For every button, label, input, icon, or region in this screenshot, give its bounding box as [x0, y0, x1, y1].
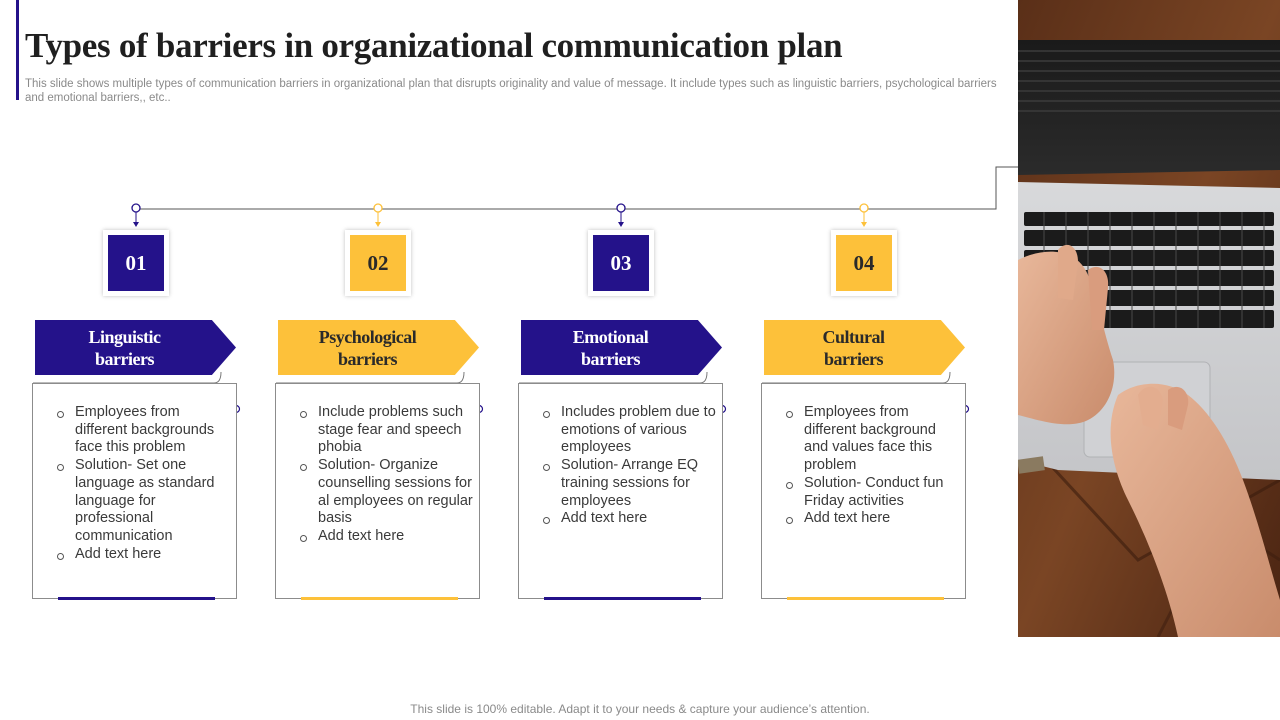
- banner-hook-02: [276, 371, 465, 384]
- banner-psychological: Psychological barriers: [278, 320, 479, 375]
- card-underline-04: [787, 597, 944, 600]
- number-tile-03: 03: [588, 230, 654, 296]
- bullet-list: Includes problem due to emotions of vari…: [541, 404, 716, 528]
- banner-title-line2: barriers: [338, 348, 397, 369]
- card-psychological: Include problems such stage fear and spe…: [275, 383, 480, 599]
- bullet-list: Include problems such stage fear and spe…: [298, 404, 473, 546]
- slide-title: Types of barriers in organizational comm…: [25, 26, 843, 65]
- card-underline-01: [58, 597, 215, 600]
- number-label-04: 04: [836, 235, 892, 291]
- list-item: Include problems such stage fear and spe…: [298, 404, 473, 457]
- list-item: Employees from different backgrounds fac…: [55, 404, 230, 457]
- card-linguistic: Employees from different backgrounds fac…: [32, 383, 237, 599]
- list-item: Employees from different background and …: [784, 404, 959, 475]
- banner-cultural: Cultural barriers: [764, 320, 965, 375]
- list-item: Solution- Arrange EQ training sessions f…: [541, 457, 716, 510]
- card-emotional: Includes problem due to emotions of vari…: [518, 383, 723, 599]
- banner-title-line1: Psychological: [318, 326, 417, 347]
- bullet-list: Employees from different backgrounds fac…: [55, 404, 230, 563]
- banner-title-line2: barriers: [824, 348, 883, 369]
- timeline-marker-03: [616, 203, 626, 227]
- timeline-line: [136, 166, 1018, 210]
- banner-title-line1: Emotional: [572, 326, 649, 347]
- number-label-02: 02: [350, 235, 406, 291]
- list-item: Add text here: [55, 546, 230, 564]
- banner-title-line1: Cultural: [822, 326, 885, 347]
- number-label-03: 03: [593, 235, 649, 291]
- banner-emotional: Emotional barriers: [521, 320, 722, 375]
- timeline-marker-01: [131, 203, 141, 227]
- banner-title-line2: barriers: [95, 348, 154, 369]
- list-item: Solution- Conduct fun Friday activities: [784, 475, 959, 510]
- card-underline-02: [301, 597, 458, 600]
- card-cultural: Employees from different background and …: [761, 383, 966, 599]
- number-tile-04: 04: [831, 230, 897, 296]
- slide-footer: This slide is 100% editable. Adapt it to…: [410, 702, 870, 716]
- number-label-01: 01: [108, 235, 164, 291]
- list-item: Solution- Organize counselling sessions …: [298, 457, 473, 528]
- timeline-marker-04: [859, 203, 869, 227]
- bullet-list: Employees from different background and …: [784, 404, 959, 528]
- list-item: Add text here: [298, 528, 473, 546]
- laptop-typing-photo: [1018, 0, 1280, 637]
- list-item: Add text here: [541, 510, 716, 528]
- timeline-marker-02: [373, 203, 383, 227]
- number-tile-01: 01: [103, 230, 169, 296]
- banner-linguistic: Linguistic barriers: [35, 320, 236, 375]
- number-tile-02: 02: [345, 230, 411, 296]
- title-accent-bar: [16, 0, 19, 100]
- slide-subtitle: This slide shows multiple types of commu…: [25, 78, 997, 104]
- banner-hook-04: [762, 371, 951, 384]
- banner-hook-03: [519, 371, 708, 384]
- card-underline-03: [544, 597, 701, 600]
- banner-title-line1: Linguistic: [88, 326, 161, 347]
- banner-title-line2: barriers: [581, 348, 640, 369]
- banner-hook-01: [33, 371, 222, 384]
- list-item: Includes problem due to emotions of vari…: [541, 404, 716, 457]
- list-item: Add text here: [784, 510, 959, 528]
- list-item: Solution- Set one language as standard l…: [55, 457, 230, 546]
